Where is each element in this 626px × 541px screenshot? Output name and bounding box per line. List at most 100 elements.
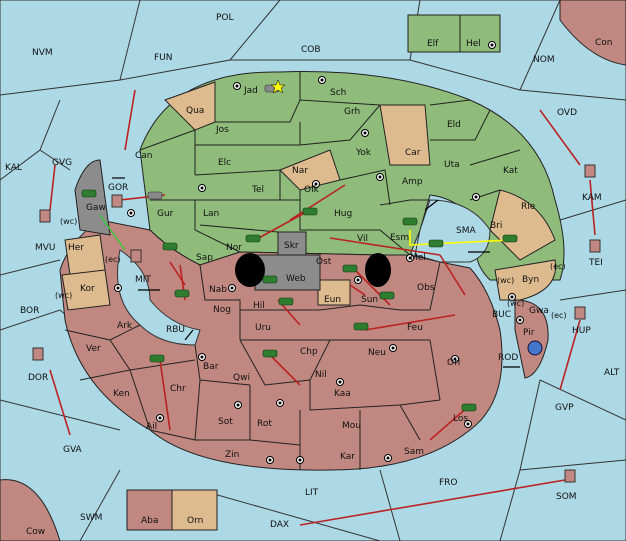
label-amp: Amp — [402, 177, 423, 187]
label-olk: Olk — [304, 185, 320, 195]
ship-icon — [564, 469, 576, 483]
label-ken: Ken — [113, 389, 130, 399]
region-skr[interactable] — [277, 231, 307, 256]
label-hel: Hel — [466, 39, 481, 49]
label-hup: HUP — [572, 326, 591, 336]
label-coast-ec: (ec) — [105, 255, 121, 264]
label-kor: Kor — [80, 284, 95, 294]
tank-icon — [162, 242, 178, 251]
region-borders — [64, 72, 521, 470]
label-her: Her — [68, 243, 84, 253]
label-rod: ROD — [498, 353, 518, 363]
label-ail: Ail — [146, 422, 157, 432]
label-nom: NOM — [533, 55, 555, 65]
tank-icon — [379, 291, 395, 300]
label-ovd: OVD — [557, 108, 577, 118]
label-ost: Ost — [316, 257, 332, 267]
convoy-arrows — [112, 177, 520, 368]
tank-icon — [278, 297, 294, 306]
label-coast-wc: (wc) — [507, 299, 524, 308]
label-nar: Nar — [292, 166, 308, 176]
label-esm: Esm — [390, 233, 409, 243]
label-tei: TEI — [588, 258, 603, 268]
label-chr: Chr — [170, 384, 186, 394]
tank-icon — [353, 322, 369, 331]
label-mit: MIT — [135, 275, 151, 285]
label-kam: KAM — [582, 193, 602, 203]
label-chp: Chp — [300, 347, 318, 357]
label-grh: Grh — [344, 107, 360, 117]
label-sma: SMA — [456, 226, 476, 236]
region-car[interactable] — [379, 104, 431, 166]
tank-icon — [402, 217, 418, 226]
label-dor: DOR — [28, 373, 48, 383]
label-vil: Vil — [357, 234, 368, 244]
label-obs: Obs — [417, 283, 435, 293]
region-kor[interactable] — [61, 269, 111, 311]
label-coast-wc: (wc) — [497, 276, 514, 285]
label-car: Car — [405, 148, 421, 158]
label-yok: Yok — [355, 148, 372, 158]
label-alt: ALT — [604, 368, 620, 378]
label-bar: Bar — [203, 362, 219, 372]
label-sam: Sam — [404, 447, 424, 457]
label-hil: Hil — [253, 301, 265, 311]
label-rie: Rie — [521, 202, 536, 212]
pir-marker — [527, 340, 543, 356]
label-qua: Qua — [186, 106, 204, 116]
label-byn: Byn — [522, 275, 539, 285]
tank-icon — [245, 234, 261, 243]
sea-rbu[interactable] — [117, 249, 201, 346]
supply-centers — [114, 41, 524, 464]
label-sch: Sch — [330, 88, 346, 98]
label-coast-ec: (ec) — [551, 311, 567, 320]
tank-icon — [81, 189, 97, 198]
tank-icon — [174, 289, 190, 298]
label-pir: Pir — [523, 328, 535, 338]
tank-icon — [149, 354, 165, 363]
ship-icon — [589, 239, 601, 253]
units-green — [81, 189, 518, 412]
label-ark: Ark — [117, 321, 133, 331]
region-north-green[interactable] — [139, 71, 565, 281]
label-qwi: Qwi — [233, 373, 250, 383]
label-kat: Kat — [503, 166, 518, 176]
label-uru: Uru — [255, 323, 271, 333]
tank-icon — [428, 239, 444, 248]
region-orn[interactable] — [171, 489, 218, 531]
region-eun[interactable] — [317, 279, 351, 306]
label-cob: COB — [301, 45, 321, 55]
label-lan: Lan — [203, 209, 219, 219]
label-mvu: MVU — [35, 243, 56, 253]
label-sun: Sun — [361, 295, 378, 305]
label-sap: Sap — [196, 253, 213, 263]
label-con: Con — [595, 38, 613, 48]
label-web: Web — [286, 274, 306, 284]
ship-icon — [147, 191, 163, 200]
order-arrows — [49, 89, 596, 526]
label-eun: Eun — [324, 295, 341, 305]
star-icon — [270, 79, 286, 94]
label-fro: FRO — [439, 478, 458, 488]
label-swm: SWM — [80, 513, 102, 523]
label-skr: Skr — [284, 241, 299, 251]
label-uta: Uta — [444, 160, 460, 170]
label-rbu: RBU — [166, 325, 185, 335]
label-nog: Nog — [213, 305, 231, 315]
region-her[interactable] — [64, 234, 106, 276]
ship-icon — [130, 249, 142, 263]
label-buc: BUC — [492, 310, 511, 320]
label-coast-wc: (wc) — [55, 291, 72, 300]
tank-icon — [262, 275, 278, 284]
label-dax: DAX — [270, 520, 289, 530]
label-kal: KAL — [5, 163, 22, 173]
label-rot: Rot — [257, 419, 272, 429]
label-som: SOM — [556, 492, 577, 502]
label-jos: Jos — [215, 125, 229, 135]
label-gvp: GVP — [555, 403, 574, 413]
label-ver: Ver — [86, 344, 101, 354]
label-cow: Cow — [26, 527, 45, 537]
label-sot: Sot — [218, 417, 233, 427]
region-rie[interactable] — [489, 189, 556, 261]
label-mel: Mel — [410, 253, 426, 263]
